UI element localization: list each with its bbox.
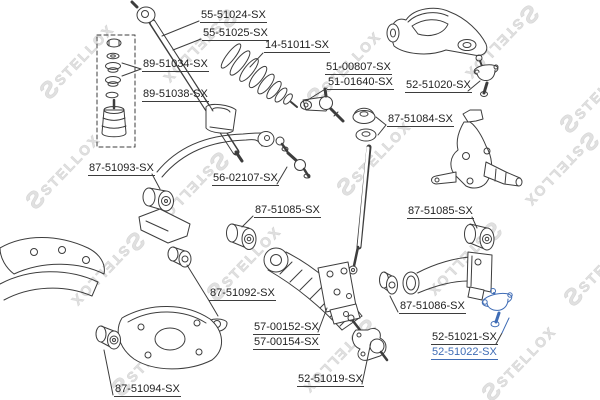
upper-control-arm-drawing [386, 7, 488, 56]
lower-ball-joint-drawing [347, 314, 389, 362]
part-label-52-51020-sx[interactable]: 52-51020-SX [405, 79, 472, 93]
part-label-87-51092-sx[interactable]: 87-51092-SX [209, 287, 276, 301]
stabilizer-bushing-drawing [205, 103, 237, 134]
part-label-55-51025-sx[interactable]: 55-51025-SX [202, 27, 269, 41]
part-label-57-00154-sx[interactable]: 57-00154-SX [253, 336, 320, 350]
shield-bushing-drawing [95, 325, 121, 350]
part-label-57-00152-sx[interactable]: 57-00152-SX [253, 321, 320, 335]
part-label-89-51038-sx[interactable]: 89-51038-SX [142, 88, 209, 102]
part-label-56-02107-sx[interactable]: 56-02107-SX [212, 172, 279, 186]
link-kit-drawing [96, 34, 136, 148]
upper-ball-joint-drawing [473, 54, 499, 97]
stabilizer-link-drawing [275, 136, 311, 179]
part-label-87-51085-sx-right[interactable]: 87-51085-SX [407, 205, 474, 219]
part-label-87-51093-sx[interactable]: 87-51093-SX [88, 162, 155, 176]
part-label-51-01640-sx[interactable]: 51-01640-SX [327, 76, 394, 90]
strut-rod-bushings-drawing [352, 107, 377, 142]
part-label-52-51022-sx-highlighted[interactable]: 52-51022-SX [431, 346, 498, 360]
part-label-14-51011-sx[interactable]: 14-51011-SX [264, 39, 331, 53]
steering-knuckle-drawing [431, 109, 523, 189]
leader-lines [103, 20, 510, 396]
splash-shield-bottom-drawing [117, 306, 222, 370]
splash-shield-left-drawing [0, 237, 105, 301]
part-label-87-51084-sx[interactable]: 87-51084-SX [387, 113, 454, 127]
trailing-bushing-drawing [379, 271, 398, 295]
part-label-52-51021-sx[interactable]: 52-51021-SX [431, 331, 498, 345]
lower-control-arm-drawing [263, 247, 363, 331]
rear-lower-arm-drawing [402, 251, 493, 301]
part-label-87-51085-sx-center[interactable]: 87-51085-SX [254, 204, 321, 218]
part-label-55-51024-sx[interactable]: 55-51024-SX [200, 9, 267, 23]
part-label-51-00807-sx[interactable]: 51-00807-SX [325, 61, 392, 75]
arm-bushing-center-drawing [226, 223, 257, 250]
arm-bushing-right-drawing [464, 223, 495, 251]
part-label-87-51086-sx[interactable]: 87-51086-SX [399, 300, 466, 314]
highlighted-ball-joint-drawing [481, 288, 513, 328]
stabilizer-bar-drawing [156, 131, 275, 178]
part-label-87-51094-sx[interactable]: 87-51094-SX [114, 383, 181, 397]
steering-boot-drawing [220, 43, 298, 108]
arm-bushing-small-drawing [138, 187, 191, 244]
part-label-52-51019-sx[interactable]: 52-51019-SX [297, 373, 364, 387]
part-label-89-51034-sx[interactable]: 89-51034-SX [142, 58, 209, 72]
tie-rod-end-drawing [300, 87, 345, 123]
strut-rod-drawing [348, 144, 372, 275]
